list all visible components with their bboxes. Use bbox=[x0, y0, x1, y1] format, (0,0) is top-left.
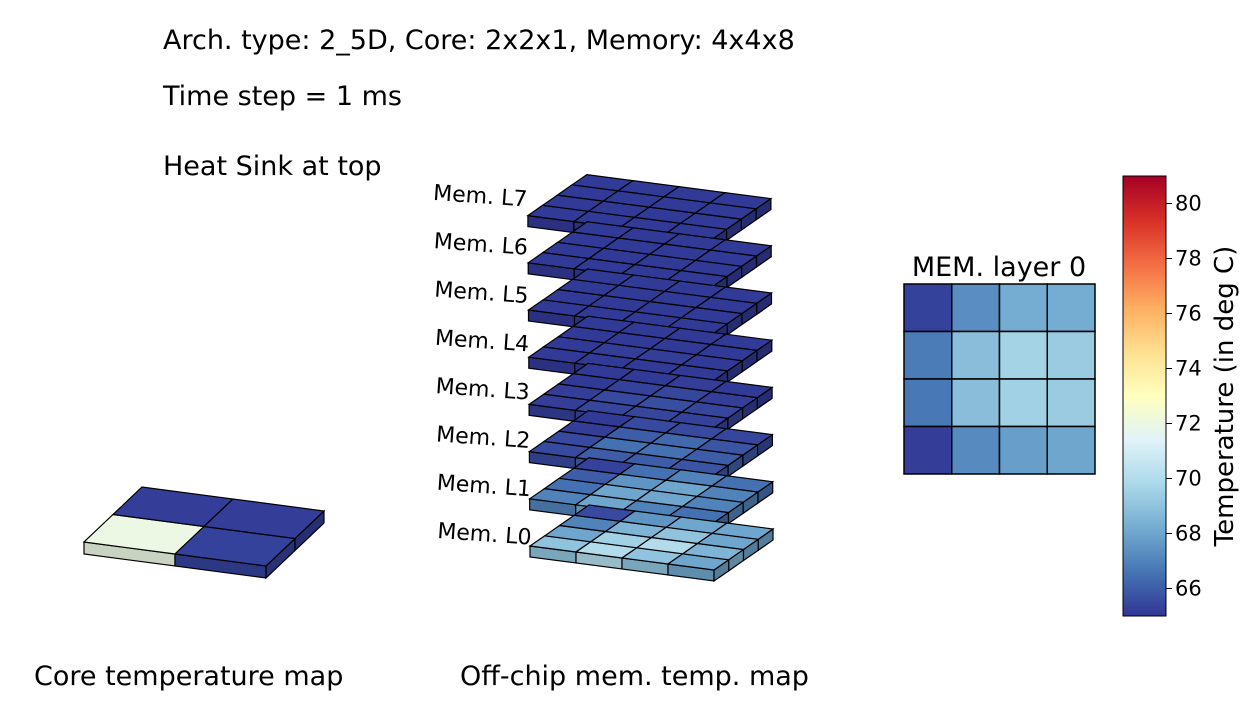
mem-layer-label: Mem. L4 bbox=[434, 326, 530, 358]
colorbar-tick-label: 76 bbox=[1175, 302, 1202, 326]
mem-layer0-title: MEM. layer 0 bbox=[912, 252, 1086, 283]
colorbar-tick-label: 78 bbox=[1175, 247, 1202, 271]
mem-layer-label: Mem. L1 bbox=[436, 471, 532, 503]
mem-layer-cell bbox=[710, 522, 775, 540]
heatmap-cell bbox=[1046, 378, 1096, 428]
heatmap-cell bbox=[903, 330, 953, 380]
heatmap-cell bbox=[903, 378, 953, 428]
mem-layer-label: Mem. L2 bbox=[435, 422, 531, 454]
heatmap-cell bbox=[1046, 283, 1096, 333]
heatmap-cell bbox=[998, 378, 1048, 428]
heatmap-cell bbox=[998, 425, 1048, 475]
colorbar-tick-label: 70 bbox=[1175, 467, 1202, 491]
core-map-caption: Core temperature map bbox=[34, 661, 343, 692]
heatmap-cell bbox=[903, 283, 953, 333]
heat-sink-text: Heat Sink at top bbox=[163, 151, 382, 182]
heatmap-cell bbox=[903, 425, 953, 475]
mem-layer-cell bbox=[708, 239, 773, 257]
mem-layer-slab bbox=[528, 504, 775, 583]
mem-layer-label: Mem. L3 bbox=[435, 374, 531, 406]
heatmap-cell bbox=[1046, 425, 1096, 475]
mem-layer-cell bbox=[709, 427, 775, 446]
mem-layer-cell bbox=[709, 380, 774, 399]
mem-layer-cell bbox=[709, 333, 774, 352]
colorbar-tick-label: 72 bbox=[1175, 412, 1202, 436]
core-temperature-map bbox=[82, 486, 326, 580]
heatmap-cell bbox=[998, 283, 1048, 333]
mem-layer-cell bbox=[708, 191, 773, 210]
colorbar-tick-label: 80 bbox=[1175, 192, 1202, 216]
mem-layer-label: Mem. L0 bbox=[437, 519, 533, 551]
heatmap-cell bbox=[951, 425, 1001, 475]
memory-layer-labels: Mem. L0 Mem. L1 Mem. L2 Mem. L3 Mem. L4 Mem. … bbox=[432, 181, 532, 551]
mem-layer-slab bbox=[527, 362, 774, 441]
mem-layer-cell bbox=[710, 475, 775, 493]
colorbar-gradient bbox=[1122, 175, 1167, 617]
core-cell bbox=[202, 498, 326, 540]
colorbar-axis-label: Temperature (in deg C) bbox=[1210, 246, 1240, 548]
colorbar-tick-label: 66 bbox=[1175, 577, 1202, 601]
mem-layer-label: Mem. L5 bbox=[434, 278, 530, 310]
mem-layer0-heatmap bbox=[903, 283, 1096, 475]
memory-temperature-stack bbox=[526, 173, 775, 583]
colorbar-tick-label: 74 bbox=[1175, 357, 1202, 381]
mem-map-caption: Off-chip mem. temp. map bbox=[460, 661, 809, 692]
heatmap-cell bbox=[951, 378, 1001, 428]
heatmap-cell bbox=[998, 330, 1048, 380]
mem-layer-cell bbox=[709, 286, 774, 304]
mem-layer-label: Mem. L6 bbox=[433, 229, 529, 261]
colorbar-tick-label: 68 bbox=[1175, 522, 1202, 546]
mem-layer-slab bbox=[528, 457, 775, 535]
mem-layer-label: Mem. L7 bbox=[432, 181, 528, 213]
time-step-text: Time step = 1 ms bbox=[162, 81, 402, 112]
arch-type-text: Arch. type: 2_5D, Core: 2x2x1, Memory: 4… bbox=[163, 25, 795, 56]
heatmap-cell bbox=[951, 283, 1001, 333]
heatmap-cell bbox=[1046, 330, 1096, 380]
heatmap-cell bbox=[951, 330, 1001, 380]
